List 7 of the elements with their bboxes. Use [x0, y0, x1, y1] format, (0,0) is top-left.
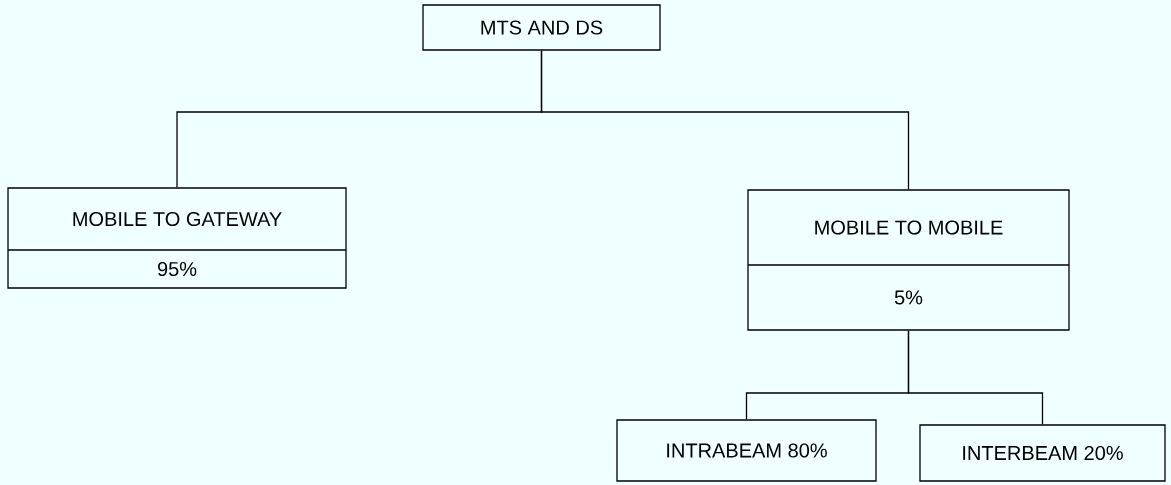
- process-box: INTERBEAM 20%: [919, 424, 1166, 482]
- process-box: INTRABEAM 80%: [616, 419, 877, 482]
- connector-line: [907, 330, 1044, 425]
- split-box: MOBILE TO GATEWAY 95%: [7, 187, 347, 289]
- process-box: MTS AND DS: [422, 4, 661, 51]
- connector-line: [540, 50, 910, 190]
- split-box: MOBILE TO MOBILE 5%: [747, 189, 1070, 331]
